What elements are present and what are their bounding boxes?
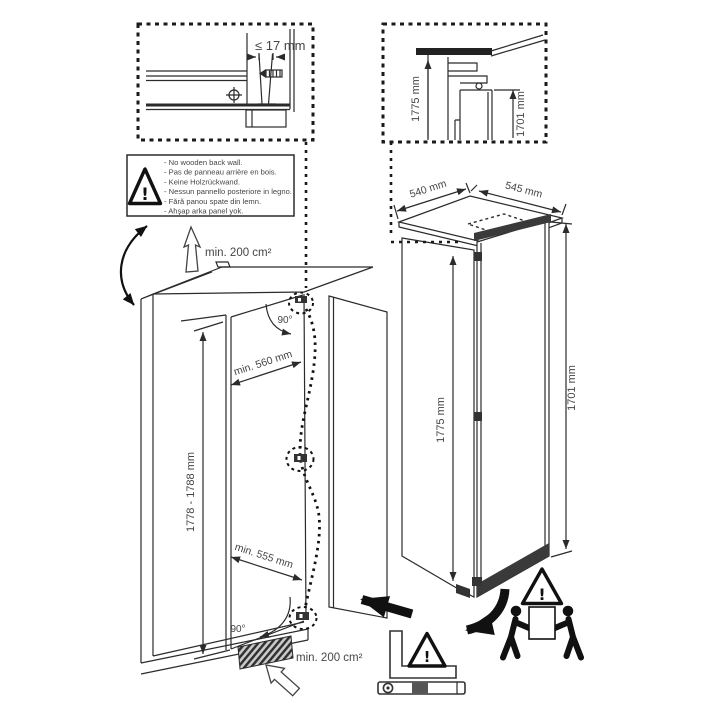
two-person-carry-icon: ! (500, 567, 584, 661)
fridge-drawing: 1775 mm 1701 mm 540 mm 545 mm (393, 178, 578, 599)
warning-box: ! - No wooden back wall. - Pas de pannea… (119, 154, 295, 306)
warning-text-line: - No wooden back wall. (164, 158, 243, 167)
gap-dimension-label: ≤ 17 mm (255, 38, 305, 53)
warning-text-line: - Fără panou spate din lemn. (164, 197, 261, 206)
door-angle-top-arc (265, 303, 292, 336)
fridge-height-label: 1775 mm (435, 397, 447, 443)
top-vent: min. 200 cm² (182, 225, 272, 273)
niche-depth-top-dim-line (230, 361, 302, 386)
warning-text-line: - Keine Holzrückwand. (164, 177, 240, 186)
vent-grille (237, 635, 294, 670)
fridge-door-height-ext-lines (550, 221, 573, 558)
warning-triangle-icon (407, 631, 447, 668)
top-vent-area-label: min. 200 cm² (205, 247, 272, 259)
push-in-arrow (360, 595, 414, 619)
niche-depth-top-label: min. 560 mm (232, 348, 294, 378)
decor-door-panel (328, 295, 388, 619)
hinge-highlight-bottom (288, 606, 318, 630)
hinge-highlight-top (288, 291, 314, 315)
warning-exclamation: ! (424, 648, 431, 666)
warning-text: - No wooden back wall. - Pas de panneau … (164, 158, 292, 216)
fridge-top-rail (474, 214, 551, 241)
door-panel-face (328, 295, 388, 619)
warning-triangle-icon (127, 167, 163, 206)
detail-box-door-gap: ≤ 17 mm (136, 22, 315, 142)
warning-triangle-icon (520, 567, 564, 606)
warning-exclamation: ! (141, 185, 149, 205)
curved-double-arrow (119, 225, 148, 306)
fridge-door (476, 219, 550, 599)
fridge-hinges (456, 252, 482, 598)
fridge-width-dim-line (396, 188, 467, 212)
warning-text-line: - Ahşap arka panel yok. (164, 207, 243, 216)
fridge-depth-label: 545 mm (504, 180, 544, 201)
door-swing-dashed-curve (298, 308, 321, 610)
cabinet-section-lines (146, 29, 295, 128)
section-height-label: 1775 mm (410, 76, 422, 122)
trolley-wheel-hub (386, 686, 390, 690)
section-door-height-label: 1701 mm (515, 91, 527, 137)
warning-text-line: - Nessun pannello posteriore in legno. (164, 187, 292, 196)
airflow-up-arrow-icon (182, 225, 202, 273)
worktop-bar (416, 48, 492, 55)
fridge-depth-dim-line (478, 189, 562, 214)
screw-icon (259, 69, 266, 78)
hinges (294, 296, 309, 620)
niche-height-label: 1778 - 1788 mm (185, 452, 197, 532)
hand-truck-icon: ! (377, 630, 466, 695)
warning-box-frame (126, 154, 295, 217)
person-left (500, 605, 532, 661)
airflow-grille-arrow-icon (265, 664, 301, 697)
bottom-vent-area-label: min. 200 cm² (296, 652, 363, 664)
detail-box-niche-section: 1775 mm 1701 mm (381, 22, 548, 144)
warning-exclamation: ! (538, 585, 545, 604)
trolley-grip (412, 682, 428, 694)
door-angle-bottom-label: 90° (230, 624, 245, 635)
niche-depth-bottom-dim-line (230, 556, 303, 581)
door-angle-top-label: 90° (277, 315, 292, 326)
bottom-vent: min. 200 cm² (265, 652, 363, 697)
dashed-frame (136, 22, 315, 142)
warning-text-line: - Pas de panneau arrière en bois. (164, 168, 277, 177)
fridge-depth-ext-lines (470, 184, 567, 216)
door-angle-bottom-arc (259, 596, 291, 638)
leader-lines (304, 142, 462, 288)
person-right (552, 605, 584, 661)
fridge-bottom-rail (477, 543, 549, 597)
rotate-arrow (465, 588, 510, 635)
hinge-highlight-middle (285, 446, 315, 472)
dashed-frame (381, 22, 548, 144)
niche-depth-bottom-label: min. 555 mm (233, 541, 295, 571)
fridge-width-ext-lines (393, 182, 471, 220)
carried-box (528, 606, 556, 640)
fridge-door-height-label: 1701 mm (566, 365, 578, 411)
cabinet-drawing: 1778 - 1788 mm min. 560 mm min. 555 mm 9… (140, 261, 374, 675)
